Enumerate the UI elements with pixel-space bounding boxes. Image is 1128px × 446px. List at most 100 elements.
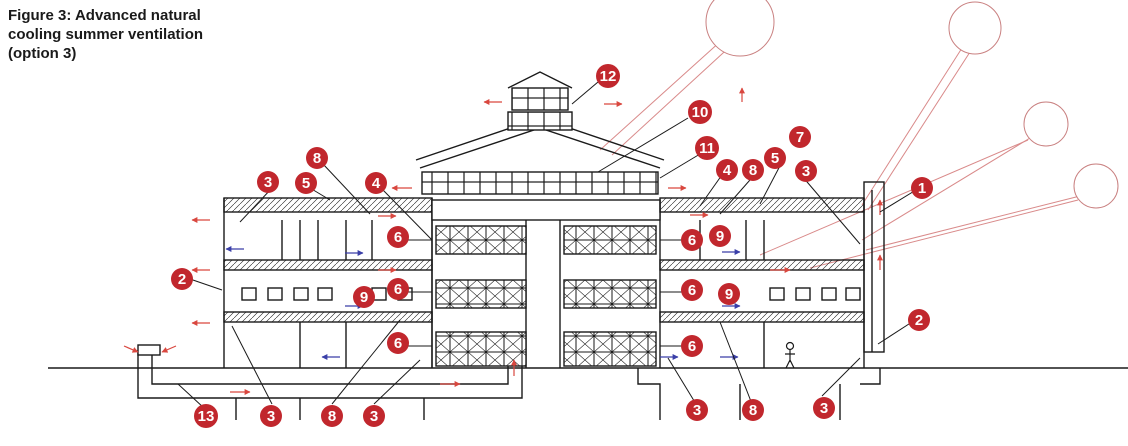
callout-badge-circle [387,332,409,354]
figure-caption: Figure 3: Advanced natural cooling summe… [8,6,238,63]
callout-badge-6b: 6 [387,278,409,300]
sun-disc-3 [1023,101,1069,147]
lantern-upper [511,87,569,111]
intake-arrow [123,345,139,353]
callout-leaders [177,81,917,409]
callout-badge-2a: 2 [171,268,193,290]
callout-number: 10 [692,104,709,121]
caption-line-2: cooling summer ventilation [8,26,204,43]
callout-badge-circle [686,399,708,421]
callout-badge-6e: 6 [681,279,703,301]
callout-badge-13: 13 [194,404,218,428]
callout-badge-6f: 6 [681,335,703,357]
callout-number: 8 [749,162,757,179]
callout-badge-5b: 5 [764,147,786,169]
earth-duct-outer [137,350,523,399]
atrium-glazing-3-left [435,225,527,255]
callout-badge-1: 1 [911,177,933,199]
callout-badge-circle [681,229,703,251]
callout-number: 7 [796,129,804,146]
callout-badge-6d: 6 [681,229,703,251]
foundation-left [235,398,425,420]
callout-badge-circle [764,147,786,169]
right-slab-1 [659,311,865,323]
left-roof-slab [223,197,433,213]
callout-number: 3 [802,163,810,180]
callout-badge-8d: 8 [742,399,764,421]
right-facade-stack [863,181,885,353]
callout-badge-3b: 3 [795,160,817,182]
callout-number: 3 [267,408,275,425]
right-desks [769,287,861,301]
sun-ray-2 [611,41,736,156]
callout-badge-circle [295,172,317,194]
caption-line-1: Figure 3: Advanced natural [8,7,201,24]
callout-number: 11 [699,140,715,157]
callout-badge-2b: 2 [908,309,930,331]
airflow-arrows [123,87,883,395]
callout-badge-circle [695,136,719,160]
callout-number: 5 [771,150,779,167]
person-figure [785,341,795,369]
callout-number: 9 [360,289,368,306]
foundation-right [637,368,881,420]
callout-badge-circle [716,159,738,181]
callout-number: 6 [688,282,696,299]
callout-badge-3e: 3 [686,399,708,421]
callout-badge-circle [742,159,764,181]
sun-disc-1 [705,0,775,57]
left-slab-1 [223,311,433,323]
callout-number: 8 [749,402,757,419]
left-desks [241,287,413,301]
callout-number: 9 [725,286,733,303]
callout-badge-3f: 3 [813,397,835,419]
caption-line-3: (option 3) [8,45,77,62]
callout-number: 1 [918,180,926,197]
callout-number: 2 [178,271,186,288]
callout-badge-circle [387,278,409,300]
sun-ray-5 [861,137,1031,241]
callout-badge-8b: 8 [742,159,764,181]
callout-number: 4 [372,175,381,192]
sun-path-group [599,0,1119,269]
callout-badge-8c: 8 [321,405,343,427]
callout-number: 3 [693,402,701,419]
callout-badge-circle [194,404,218,428]
left-slab-2 [223,259,433,271]
callout-number: 3 [820,400,828,417]
sun-disc-4 [1073,163,1119,209]
callout-number: 8 [328,408,336,425]
atrium-glazing-1-left [435,331,527,367]
lantern-lower [507,111,573,131]
atrium-glazing-2-right [563,279,657,309]
callout-badge-4b: 4 [716,159,738,181]
callout-badge-circle [260,405,282,427]
callout-badge-circle [709,225,731,247]
callout-badge-circle [742,399,764,421]
callout-number: 6 [688,232,696,249]
callout-badge-9b: 9 [353,286,375,308]
callout-badge-circle [681,335,703,357]
callout-badge-7: 7 [789,126,811,148]
callout-badge-circle [911,177,933,199]
atrium-roof-inner [419,127,661,169]
callout-badge-6c: 6 [387,332,409,354]
sun-ray-6 [759,139,1029,256]
callout-badge-10: 10 [688,100,712,124]
sun-ray-1 [599,39,723,151]
atrium-glazing-3-right [563,225,657,255]
callout-badge-circle [688,100,712,124]
callout-number: 13 [198,408,215,425]
callout-badge-3a: 3 [257,171,279,193]
callout-badge-6a: 6 [387,226,409,248]
callout-badge-circle [321,405,343,427]
callout-badge-3d: 3 [363,405,385,427]
callout-badge-circle [789,126,811,148]
callout-number: 6 [394,229,402,246]
atrium-glazing-1-right [563,331,657,367]
callout-number: 9 [716,228,724,245]
callout-badge-circle [387,226,409,248]
callout-badge-circle [363,405,385,427]
